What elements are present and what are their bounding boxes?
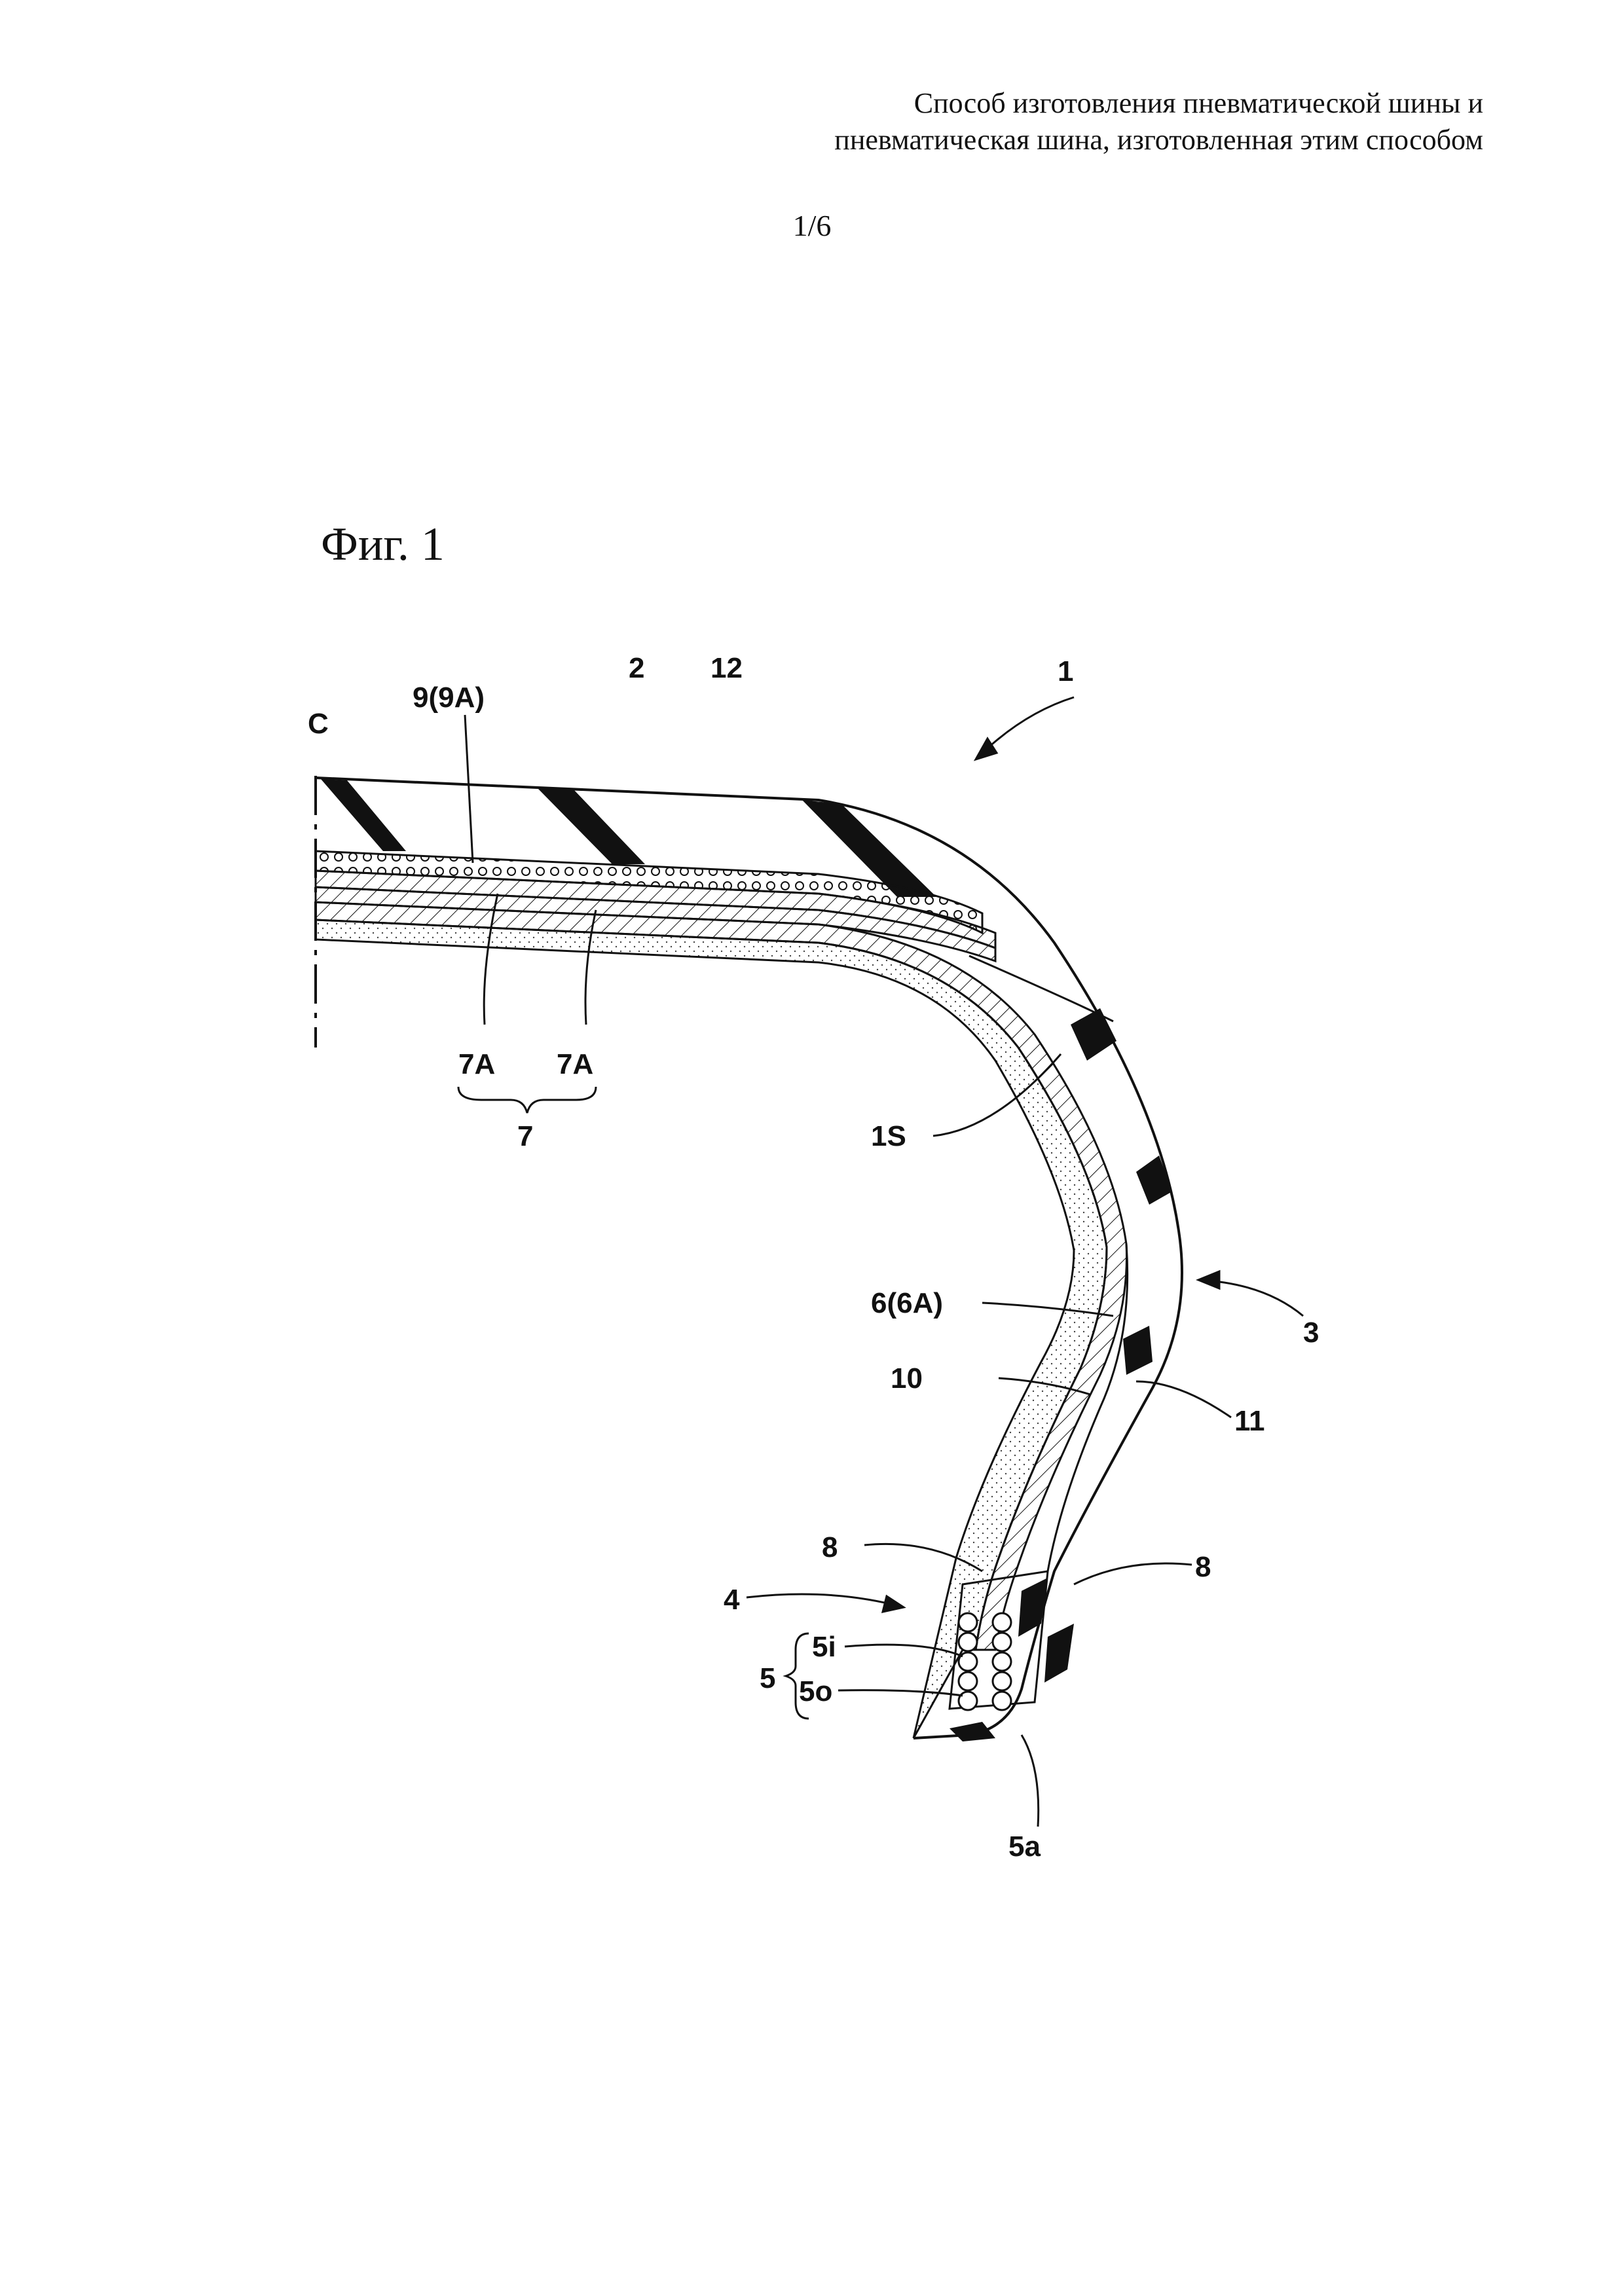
label-core-5: 5 (760, 1662, 775, 1694)
label-tire-1: 1 (1058, 655, 1073, 687)
belt-ply-7a-lower (314, 886, 997, 963)
leader-lines (464, 714, 1232, 1827)
bead-region (948, 1570, 1074, 1741)
label-ply-7a-right: 7A (557, 1048, 593, 1080)
bead-core-5o (991, 1612, 1012, 1711)
brace-7 (457, 1086, 597, 1114)
label-apex-8-left: 8 (822, 1531, 838, 1563)
bead-core-5i (957, 1612, 978, 1711)
inner-liner-10 (314, 919, 1108, 1739)
label-bead-4: 4 (724, 1584, 740, 1616)
page-number: 1/6 (792, 209, 832, 242)
label-belt-9: 9(9A) (413, 682, 485, 714)
label-tread-12: 12 (710, 652, 743, 684)
label-inner-10: 10 (891, 1362, 923, 1394)
label-surface-1s: 1S (871, 1120, 906, 1152)
label-sidewall-3: 3 (1303, 1317, 1319, 1349)
label-ply-7a-left: 7A (458, 1048, 495, 1080)
figure-title: Фиг. 1 (321, 518, 445, 570)
label-sidewall-11: 11 (1234, 1405, 1265, 1437)
header-line-1: Способ изготовления пневматической шины … (913, 87, 1483, 119)
tread-outer-profile (315, 776, 1183, 1740)
label-apex-8-right: 8 (1195, 1551, 1211, 1583)
arrows (746, 696, 1304, 1613)
label-core-5i: 5i (812, 1631, 836, 1663)
label-belt-7: 7 (517, 1120, 533, 1152)
label-bead-5a: 5a (1008, 1831, 1041, 1863)
label-carcass-6: 6(6A) (871, 1287, 943, 1319)
label-c: C (308, 708, 329, 740)
tread-rubber-hatching (321, 779, 1172, 1375)
header-line-2: пневматическая шина, изготовленная этим … (834, 124, 1483, 156)
document-header: Способ изготовления пневматической шины … (632, 85, 1483, 158)
label-tread-2: 2 (629, 652, 644, 684)
sidewall-11-boundary (969, 955, 1129, 1572)
brace-5 (783, 1632, 809, 1720)
label-core-5o: 5o (799, 1675, 832, 1707)
